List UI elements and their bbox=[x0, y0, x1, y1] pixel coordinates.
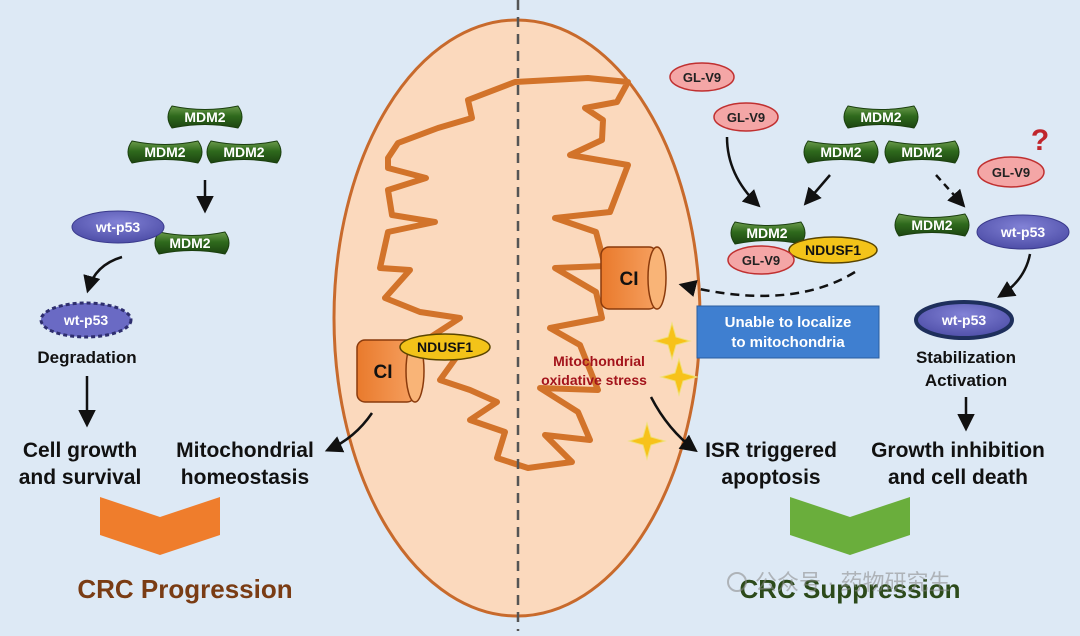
arrow-to-stabilized bbox=[997, 253, 1032, 298]
glv9-in-complex: GL-V9 bbox=[727, 245, 795, 275]
wt-p53-label: wt-p53 bbox=[1000, 224, 1046, 240]
right-wt-p53-free: wt-p53 bbox=[976, 214, 1070, 250]
mdm2-label: MDM2 bbox=[820, 144, 861, 160]
arrow-dashed-to-free bbox=[935, 174, 966, 208]
watermark: 公众号 · 药物研究生 bbox=[727, 570, 951, 595]
crc-progression-label: CRC Progression bbox=[77, 574, 292, 604]
left-mdm2-bottom-left: MDM2 bbox=[127, 140, 203, 164]
mdm2-label: MDM2 bbox=[746, 225, 787, 241]
isr-label-2: apoptosis bbox=[721, 466, 820, 489]
arrow-ci-to-homeostasis bbox=[324, 412, 374, 453]
growth-inhibition-label-2: and cell death bbox=[888, 466, 1028, 489]
right-mdm2-mid-right: MDM2 bbox=[884, 140, 960, 164]
right-wt-p53-stabilized: wt-p53 bbox=[914, 300, 1014, 340]
activation-label: Activation bbox=[925, 371, 1007, 390]
mdm2-label: MDM2 bbox=[144, 144, 185, 160]
isr-label-1: ISR triggered bbox=[705, 439, 837, 462]
stress-label-1: Mitochondrial bbox=[553, 353, 645, 369]
question-mark: ? bbox=[1031, 124, 1049, 157]
mdm2-label: MDM2 bbox=[860, 109, 901, 125]
arrow-glv9-to-complex bbox=[725, 136, 761, 208]
arrow-to-degradation bbox=[83, 255, 123, 294]
mdm2-label: MDM2 bbox=[223, 144, 264, 160]
right-mdm2-mid-left: MDM2 bbox=[803, 140, 879, 164]
mito-homeostasis-label-1: Mitochondrial bbox=[176, 439, 314, 462]
right-mdm2-complex: MDM2 bbox=[730, 221, 806, 245]
arrow-mdm2-to-complex bbox=[803, 174, 831, 206]
wt-p53-label: wt-p53 bbox=[95, 219, 141, 235]
ci-label: CI bbox=[374, 362, 393, 383]
left-ndusf1: NDUSF1 bbox=[399, 333, 491, 361]
wt-p53-label: wt-p53 bbox=[63, 312, 109, 328]
right-complex-i: CI bbox=[600, 246, 667, 310]
left-mdm2-top: MDM2 bbox=[167, 105, 243, 129]
glv9-top: GL-V9 bbox=[669, 62, 735, 92]
localize-label-2: to mitochondria bbox=[731, 334, 845, 351]
left-mdm2-bound: MDM2 bbox=[154, 231, 230, 255]
mitochondrion-cristae bbox=[377, 75, 631, 471]
arrow-dashed-to-ci bbox=[678, 270, 856, 298]
watermark-icon bbox=[727, 572, 747, 592]
glv9-label: GL-V9 bbox=[992, 165, 1030, 180]
stabilization-label: Stabilization bbox=[916, 348, 1016, 367]
right-mdm2-free: MDM2 bbox=[894, 213, 970, 237]
watermark-text: 公众号 · 药物研究生 bbox=[755, 570, 951, 595]
glv9-label: GL-V9 bbox=[727, 110, 765, 125]
localize-label-1: Unable to localize bbox=[725, 314, 852, 331]
glv9-second: GL-V9 bbox=[713, 102, 779, 132]
crc-suppression-label: CRC Suppression bbox=[739, 574, 960, 604]
left-wt-p53: wt-p53 bbox=[71, 210, 165, 244]
ci-label: CI bbox=[620, 269, 639, 290]
ndusf1-label: NDUSF1 bbox=[805, 242, 861, 258]
stress-label-2: oxidative stress bbox=[541, 372, 647, 388]
mito-homeostasis-label-2: homeostasis bbox=[181, 466, 309, 489]
left-mdm2-bottom-right: MDM2 bbox=[206, 140, 282, 164]
glv9-right: GL-V9 bbox=[977, 156, 1045, 188]
left-wt-p53-degraded: wt-p53 bbox=[39, 301, 133, 339]
localize-info-box: Unable to localize to mitochondria bbox=[696, 305, 880, 359]
cell-growth-label-2: and survival bbox=[19, 466, 142, 489]
glv9-label: GL-V9 bbox=[683, 70, 721, 85]
right-mdm2-top-left: MDM2 bbox=[843, 105, 919, 129]
progression-chevron bbox=[100, 497, 220, 555]
glv9-label: GL-V9 bbox=[742, 253, 780, 268]
growth-inhibition-label-1: Growth inhibition bbox=[871, 439, 1045, 462]
ndusf1-label: NDUSF1 bbox=[417, 339, 473, 355]
cell-growth-label-1: Cell growth bbox=[23, 439, 137, 462]
mdm2-label: MDM2 bbox=[169, 235, 210, 251]
mdm2-label: MDM2 bbox=[184, 109, 225, 125]
wt-p53-label: wt-p53 bbox=[941, 312, 987, 328]
right-ndusf1: NDUSF1 bbox=[788, 236, 878, 264]
mdm2-label: MDM2 bbox=[911, 217, 952, 233]
arrow-to-isr bbox=[649, 396, 698, 453]
mdm2-label: MDM2 bbox=[901, 144, 942, 160]
degradation-label: Degradation bbox=[37, 348, 136, 367]
suppression-chevron bbox=[790, 497, 910, 555]
